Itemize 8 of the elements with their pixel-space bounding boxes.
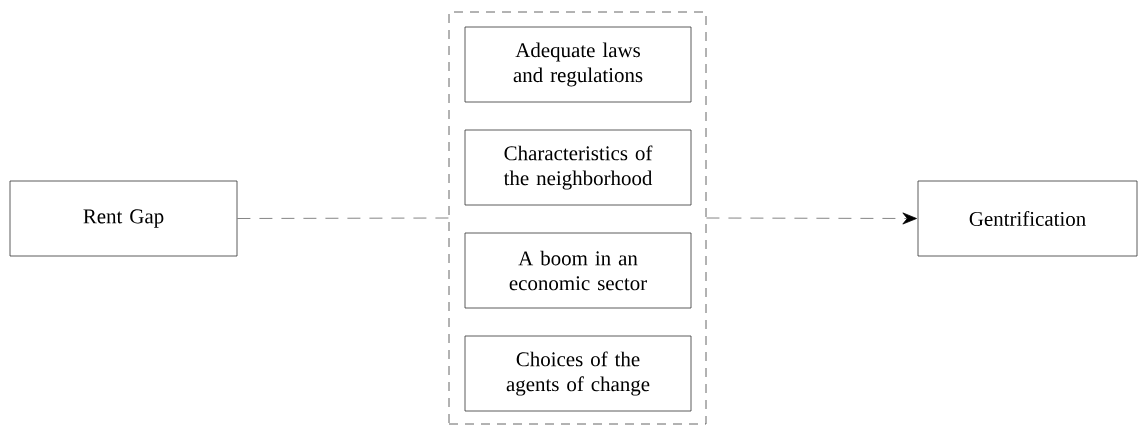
factor-box: Choices of the agents of change [464, 335, 692, 412]
group-frame [448, 11, 707, 425]
factor-box: Adequate laws and regulations [464, 26, 692, 103]
arrow [706, 212, 917, 225]
factor-box: Characteristics of the neighborhood [464, 129, 692, 206]
factor-box: A boom in an economic sector [464, 232, 692, 309]
process-box: Rent Gap [9, 180, 238, 257]
process-box: Gentrification [917, 180, 1138, 257]
